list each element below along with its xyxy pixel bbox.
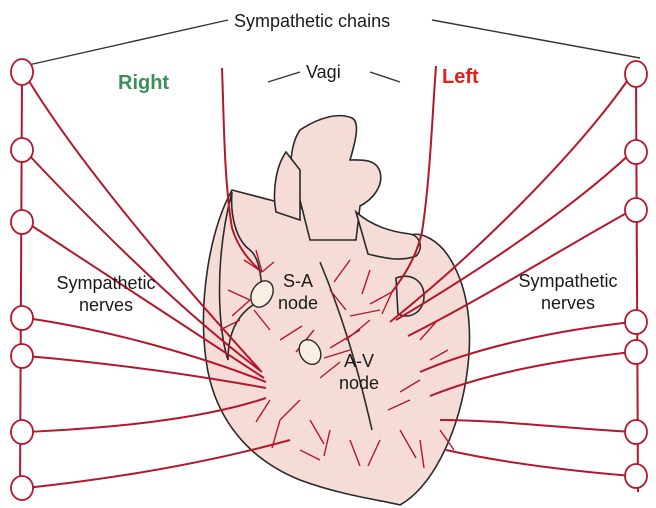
vagi-label: Vagi xyxy=(306,61,341,83)
sympathetic-nerves-right-line1: Sympathetic xyxy=(498,270,638,292)
right-side-label: Right xyxy=(118,72,169,94)
av-node-line2: node xyxy=(324,372,394,394)
av-node-line1: A-V xyxy=(324,350,394,372)
sympathetic-nerves-right-line2: nerves xyxy=(498,292,638,314)
av-node-label: A-V node xyxy=(324,350,394,394)
sympathetic-nerves-left-label: Sympathetic nerves xyxy=(36,272,176,316)
sympathetic-nerves-left-line1: Sympathetic xyxy=(36,272,176,294)
left-side-label: Left xyxy=(442,66,479,88)
sympathetic-nerves-right-label: Sympathetic nerves xyxy=(498,270,638,314)
sa-node-line2: node xyxy=(268,292,328,314)
sympathetic-nerves-left-line2: nerves xyxy=(36,294,176,316)
sa-node-line1: S-A xyxy=(268,270,328,292)
sa-node-label: S-A node xyxy=(268,270,328,314)
heart xyxy=(204,116,470,505)
sympathetic-chains-label: Sympathetic chains xyxy=(234,10,390,32)
